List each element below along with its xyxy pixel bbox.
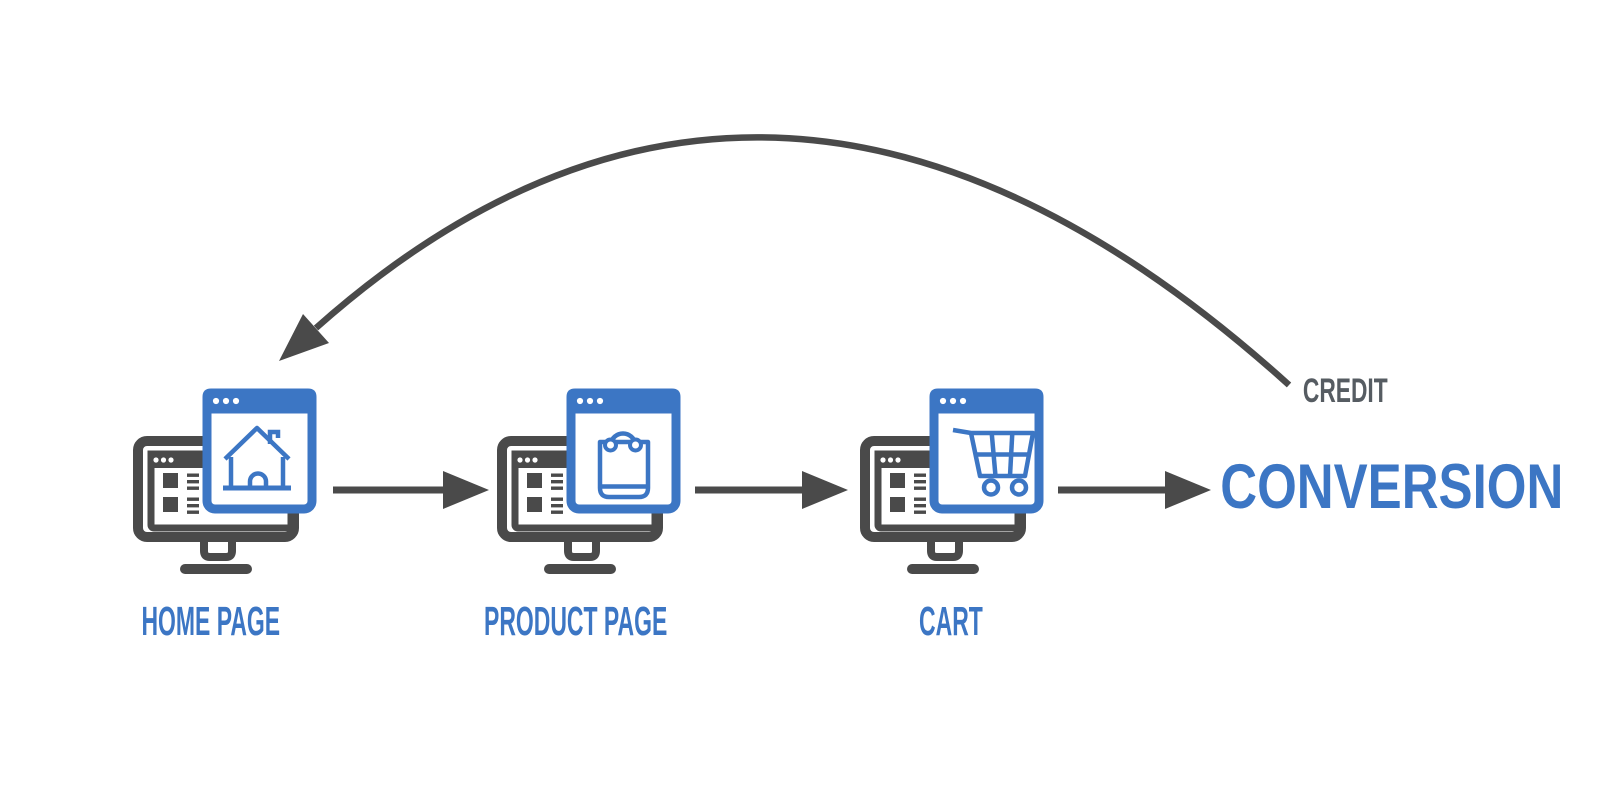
credit-label: CREDIT bbox=[1302, 372, 1388, 410]
stage-label-product-page: PRODUCT PAGE bbox=[484, 598, 668, 644]
shopping-cart-icon bbox=[952, 427, 1036, 497]
monitor-browser-shopping-cart-icon bbox=[857, 375, 1049, 581]
conversion-label: CONVERSION bbox=[1220, 452, 1564, 522]
monitor-browser-home-icon bbox=[130, 375, 322, 581]
arrow-product-to-cart bbox=[695, 471, 848, 509]
stage-label-cart: CART bbox=[919, 598, 983, 644]
credit-return-arrow bbox=[279, 134, 1292, 388]
shopping-bag-icon bbox=[597, 431, 651, 500]
monitor-browser-shopping-bag-icon bbox=[494, 375, 686, 581]
home-icon bbox=[223, 425, 291, 491]
arrow-home-to-product bbox=[333, 471, 489, 509]
arrow-cart-to-conversion bbox=[1058, 471, 1211, 509]
stage-label-home-page: HOME PAGE bbox=[141, 598, 281, 644]
